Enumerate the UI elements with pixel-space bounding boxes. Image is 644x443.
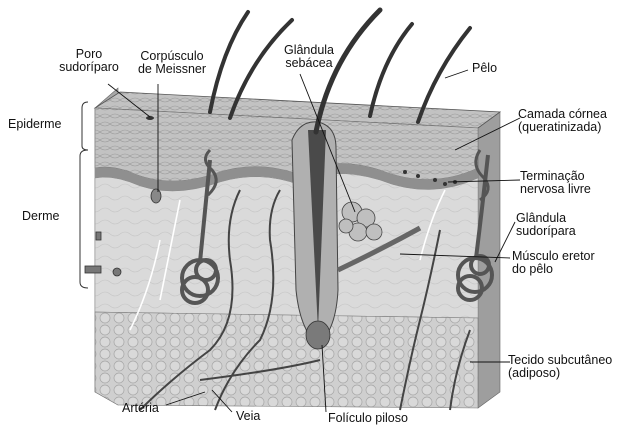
- sweat-pore: [146, 116, 154, 120]
- label-line: sebácea: [285, 56, 333, 70]
- label-line: Camada córnea: [518, 107, 607, 121]
- label-glandula-sebacea: Glândula sebácea: [276, 44, 342, 70]
- subcutaneous-layer: [94, 311, 479, 409]
- hair-root: [308, 130, 326, 330]
- label-musculo: Músculo eretor do pêlo: [512, 250, 595, 276]
- basal-layer: [95, 163, 478, 191]
- epiderme-bracket: [81, 101, 89, 151]
- derme-bracket: [79, 149, 89, 289]
- label-pelo: Pêlo: [472, 61, 498, 75]
- label-epiderme: Epiderme: [8, 117, 62, 131]
- label-arteria: Artéria: [122, 401, 159, 415]
- label-line: sudoríparo: [59, 60, 119, 74]
- label-line: sudorípara: [516, 224, 576, 238]
- label-line: Glândula: [516, 211, 567, 225]
- hair-shaft: [208, 10, 250, 114]
- label-line: Músculo eretor: [512, 249, 595, 263]
- sweat-gland-coil: [456, 154, 494, 302]
- blood-vessels: [139, 189, 471, 411]
- sweat-gland-coil: [180, 159, 220, 305]
- label-line: Poro: [75, 47, 103, 61]
- label-derme: Derme: [22, 209, 60, 223]
- label-tecido: Tecido subcutâneo (adiposo): [508, 354, 612, 380]
- label-line: nervosa livre: [520, 182, 591, 196]
- label-line: (queratinizada): [518, 120, 602, 134]
- label-line: Terminação: [520, 169, 585, 183]
- label-poro: Poro sudoríparo: [52, 48, 126, 74]
- label-terminacao: Terminação nervosa livre: [520, 170, 591, 196]
- label-line: Glândula: [283, 43, 335, 57]
- label-line: do pêlo: [512, 262, 554, 276]
- hair-bulb: [305, 320, 331, 350]
- label-line: Corpúsculo: [140, 49, 204, 63]
- vessel-stubs: [84, 231, 122, 277]
- dermis-layer: [94, 173, 479, 319]
- hair-shaft: [313, 7, 383, 135]
- label-meissner: Corpúsculo de Meissner: [128, 50, 216, 76]
- arrector-pili-muscle: [336, 225, 422, 273]
- label-line: de Meissner: [137, 62, 207, 76]
- sweat-duct: [204, 148, 490, 202]
- leader-lines: [107, 69, 521, 413]
- label-camada-cornea: Camada córnea (queratinizada): [518, 108, 607, 134]
- label-veia: Veia: [236, 409, 261, 423]
- hair-shaft: [368, 22, 414, 118]
- sebaceous-gland: [338, 201, 383, 242]
- nerve-fibers: [129, 189, 446, 331]
- hair-shaft: [228, 18, 294, 120]
- label-line: (adiposo): [508, 366, 561, 380]
- hair-shaft: [416, 26, 472, 124]
- meissner-corpuscle: [150, 188, 162, 204]
- label-foliculo: Folículo piloso: [328, 411, 408, 425]
- label-glandula-sudoripara: Glândula sudorípara: [516, 212, 576, 238]
- label-line: Tecido subcutâneo: [508, 353, 613, 367]
